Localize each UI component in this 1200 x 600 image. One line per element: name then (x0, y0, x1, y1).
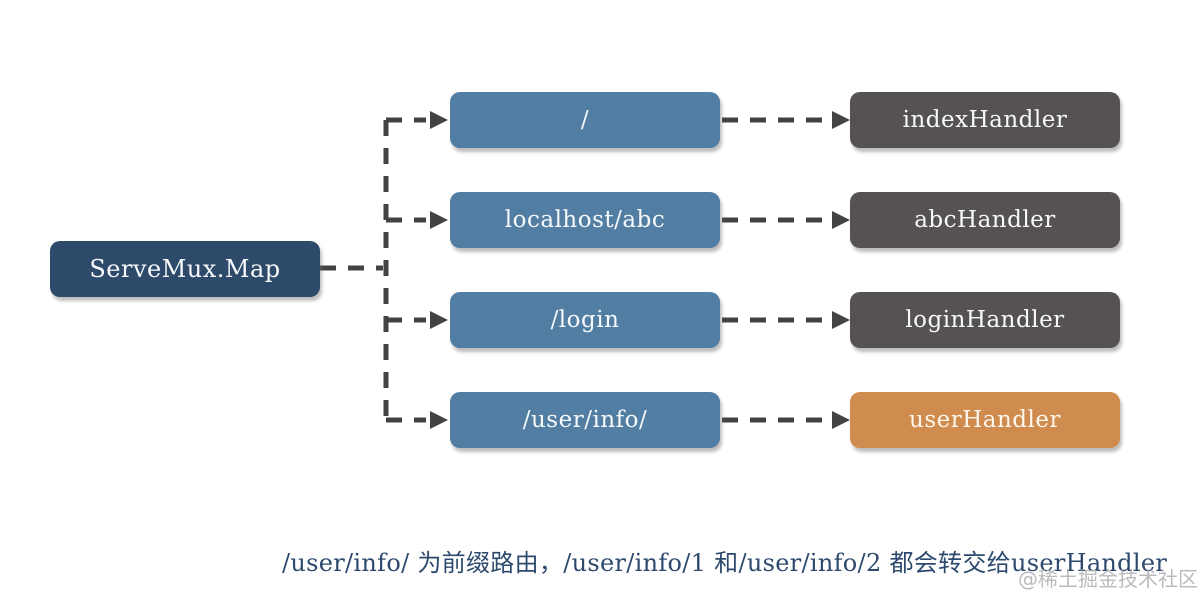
handler-box-login: loginHandler (850, 292, 1120, 348)
route-path-label: /login (550, 307, 620, 333)
handler-box-index: indexHandler (850, 92, 1120, 148)
handler-label: indexHandler (902, 107, 1068, 133)
route-path-label: /user/info/ (522, 407, 648, 433)
route-path-label: localhost/abc (504, 207, 666, 233)
route-path-box-user-info: /user/info/ (450, 392, 720, 448)
caption-text: /user/info/ 为前缀路由，/user/info/1 和/user/in… (282, 549, 1168, 577)
handler-label: abcHandler (914, 207, 1056, 233)
handler-label: loginHandler (905, 307, 1065, 333)
arrowhead-icon (832, 211, 850, 229)
handler-box-user: userHandler (850, 392, 1120, 448)
arrowhead-icon (430, 311, 448, 329)
handler-box-abc: abcHandler (850, 192, 1120, 248)
arrowhead-icon (832, 111, 850, 129)
route-path-box-login: /login (450, 292, 720, 348)
route-path-box-localhost-abc: localhost/abc (450, 192, 720, 248)
servemux-map-label: ServeMux.Map (89, 255, 281, 283)
route-path-label: / (580, 107, 590, 133)
arrowhead-icon (430, 111, 448, 129)
arrowhead-icon (430, 211, 448, 229)
arrowhead-icon (832, 311, 850, 329)
route-path-box-root: / (450, 92, 720, 148)
arrowheads (430, 111, 850, 429)
arrowhead-icon (430, 411, 448, 429)
handler-label: userHandler (909, 407, 1061, 433)
watermark-text: @稀土掘金技术社区 (1018, 567, 1198, 591)
arrowhead-icon (832, 411, 850, 429)
servemux-map-box: ServeMux.Map (50, 241, 320, 297)
